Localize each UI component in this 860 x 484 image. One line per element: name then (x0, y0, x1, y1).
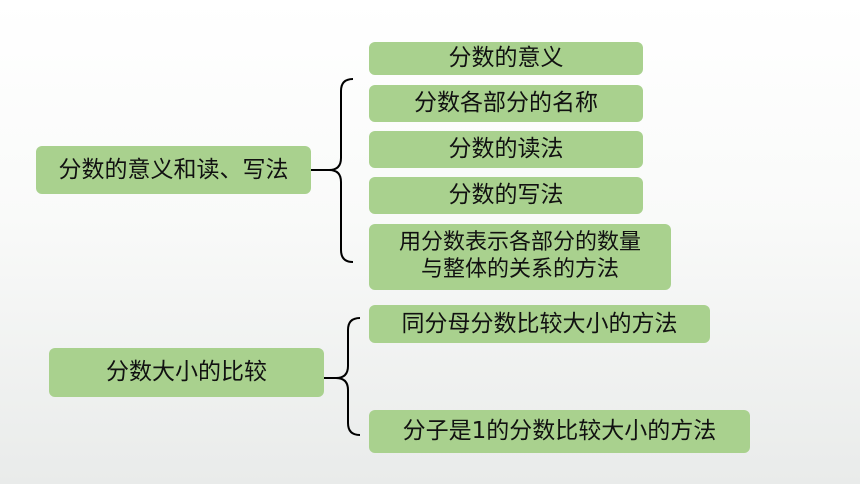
topic-node-size-comparison: 分数大小的比较 (49, 348, 324, 397)
subtopic-node: 分子是1的分数比较大小的方法 (369, 410, 750, 453)
brace-topic-2 (335, 317, 361, 436)
subtopic-label: 分子是1的分数比较大小的方法 (402, 418, 717, 445)
subtopic-label: 分数的读法 (448, 136, 564, 163)
subtopic-node: 分数的意义 (369, 42, 643, 75)
subtopic-label-line-2: 与整体的关系的方法 (420, 257, 619, 282)
topic-label: 分数大小的比较 (106, 359, 267, 386)
subtopic-node: 同分母分数比较大小的方法 (369, 305, 710, 343)
brace-topic-1 (328, 78, 354, 263)
subtopic-node: 分数的读法 (369, 131, 643, 168)
subtopic-node: 用分数表示各部分的数量 与整体的关系的方法 (369, 224, 671, 290)
subtopic-label: 分数的写法 (448, 182, 564, 209)
topic-label: 分数的意义和读、写法 (58, 156, 289, 183)
subtopic-label: 分数的意义 (448, 45, 564, 72)
subtopic-label-line-1: 用分数表示各部分的数量 (398, 230, 641, 256)
subtopic-label: 同分母分数比较大小的方法 (401, 310, 678, 337)
subtopic-node: 分数各部分的名称 (369, 85, 643, 122)
subtopic-label: 分数各部分的名称 (414, 90, 598, 117)
subtopic-node: 分数的写法 (369, 177, 643, 214)
topic-node-meaning-reading-writing: 分数的意义和读、写法 (36, 146, 311, 194)
